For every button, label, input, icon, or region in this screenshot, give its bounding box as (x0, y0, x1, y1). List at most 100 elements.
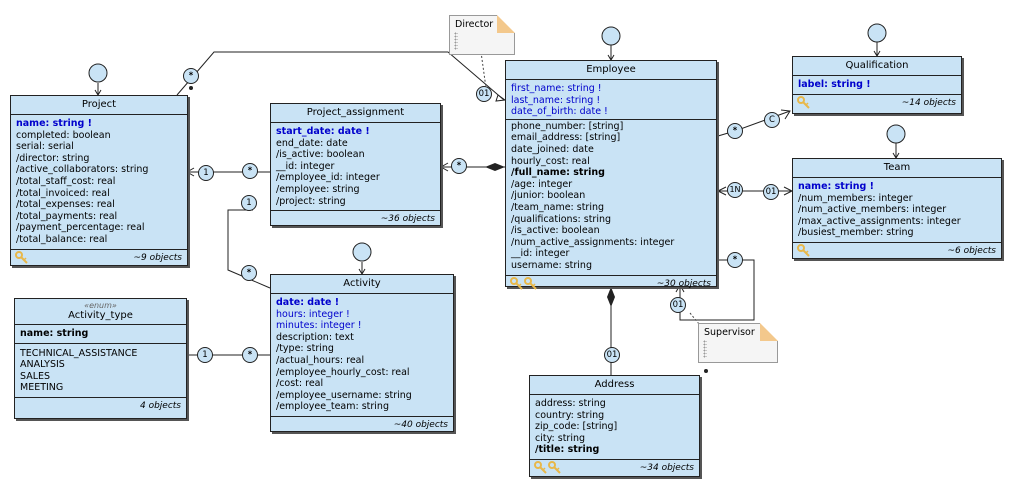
attribute: date_of_birth: date ! (511, 106, 608, 118)
class-title: Activity (271, 275, 453, 294)
enum-value: ANALYSIS (20, 359, 65, 371)
class-title: Team (793, 159, 1001, 178)
attribute: name: string ! (798, 181, 874, 192)
attribute: phone_number: [string] (511, 120, 624, 132)
attribute: country: string (535, 409, 605, 421)
object-count: ~30 objects (656, 278, 711, 289)
enum-stereotype: «enum» (84, 301, 117, 310)
multiplicity-pa-project: * (242, 163, 258, 179)
attribute: first_name: string ! (511, 83, 602, 94)
attribute: /total_staff_cost: real (16, 175, 116, 187)
attribute: __id: integer (511, 248, 570, 260)
attribute: completed: boolean (16, 129, 111, 141)
attribute: /payment_percentage: real (16, 222, 145, 234)
class-employee[interactable]: Employee first_name: string !last_name: … (505, 60, 717, 290)
attribute: /employee: string (276, 183, 360, 195)
key-icon (15, 250, 28, 264)
attribute: label: string ! (798, 79, 871, 90)
attribute: hours: integer ! (276, 308, 350, 320)
attribute: description: text (276, 331, 354, 343)
attribute: hourly_cost: real (511, 155, 590, 167)
key-icon (797, 243, 810, 257)
attribute: start_date: date ! (276, 126, 370, 137)
attribute: date: date ! (276, 297, 340, 308)
attribute: /num_active_members: integer (798, 204, 947, 216)
class-title: Project_assignment (271, 104, 440, 123)
key-icon (510, 276, 523, 290)
class-team[interactable]: Team name: string !/num_members: integer… (792, 158, 1002, 259)
multiplicity-employee-supervisor: * (727, 252, 743, 268)
attribute: zip_code: [string] (535, 421, 618, 433)
multiplicity-employee-qualification: * (727, 123, 743, 139)
class-activity-type[interactable]: «enum» Activity_type name: string TECHNI… (14, 298, 187, 419)
required-attribute-list: first_name: string !last_name: string !d… (506, 80, 716, 120)
attribute: name: string (20, 328, 89, 339)
note-dots (703, 340, 707, 358)
class-project[interactable]: Project name: string !completed: boolean… (10, 95, 188, 266)
director-note: Director (449, 15, 515, 55)
object-count: 4 objects (139, 400, 181, 411)
director-note-label: Director (455, 19, 494, 30)
supervisor-note-label: Supervisor (704, 327, 755, 338)
attribute: /junior: boolean (511, 190, 586, 202)
attribute: /director: string (16, 152, 90, 164)
attribute: last_name: string ! (511, 94, 601, 106)
keys (534, 460, 562, 477)
note-fold-icon (760, 323, 778, 341)
class-title: Project (11, 96, 187, 115)
attribute: /employee_id: integer (276, 172, 380, 184)
attribute: /total_payments: real (16, 210, 118, 222)
class-qualification[interactable]: Qualification label: string ! ~14 object… (792, 56, 962, 114)
class-footer: ~40 objects (271, 417, 453, 433)
multiplicity-pa-activity: 1 (241, 195, 257, 211)
multiplicity-employee-director: 01 (476, 86, 492, 102)
multiplicity-supervisor-employee: 01 (670, 297, 686, 313)
attribute: /team_name: string (511, 201, 605, 213)
object-count: ~36 objects (380, 214, 435, 225)
attribute-list: phone_number: [string]email_address: [st… (506, 120, 716, 276)
attribute: __id: integer (276, 160, 335, 172)
object-count: ~34 objects (639, 462, 694, 473)
keys (15, 250, 29, 267)
attribute-list: start_date: date !end_date: date/is_acti… (271, 123, 440, 212)
attribute-list: date: date !hours: integer !minutes: int… (271, 294, 453, 417)
attribute: /total_invoiced: real (16, 187, 110, 199)
attribute: minutes: integer ! (276, 320, 362, 332)
class-footer: ~6 objects (793, 243, 1001, 259)
class-project-assignment[interactable]: Project_assignment start_date: date !end… (270, 103, 441, 226)
enum-value: SALES (20, 370, 51, 382)
supervisor-note: Supervisor (698, 323, 778, 363)
attribute: /age: integer (511, 178, 573, 190)
class-activity[interactable]: Activity date: date !hours: integer !min… (270, 274, 454, 432)
multiplicity-team-employee: 01 (763, 184, 779, 200)
attribute-list: name: string (15, 325, 186, 344)
attribute: name: string ! (16, 118, 92, 129)
object-count: ~6 objects (947, 245, 996, 256)
class-footer: ~9 objects (11, 250, 187, 266)
multiplicity-activity-type: * (242, 347, 258, 363)
enum-value: TECHNICAL_ASSISTANCE (20, 347, 138, 359)
attribute: /is_active: boolean (276, 149, 365, 161)
attribute: /full_name: string (511, 167, 605, 179)
attribute: /actual_hours: real (276, 354, 365, 366)
key-icon (548, 460, 561, 474)
attribute: email_address: [string] (511, 132, 621, 144)
multiplicity-activity-pa: * (241, 265, 257, 281)
attribute: /total_balance: real (16, 233, 108, 245)
multiplicity-employee-address: 01 (604, 347, 620, 363)
class-footer: 4 objects (15, 398, 186, 414)
class-footer: ~36 objects (271, 211, 440, 227)
class-title: Address (530, 376, 699, 395)
class-title: Qualification (793, 57, 961, 76)
multiplicity-type-activity: 1 (197, 347, 213, 363)
key-icon (524, 276, 537, 290)
class-footer: ~30 objects (506, 276, 716, 292)
attribute: address: string (535, 398, 606, 409)
note-fold-icon (497, 15, 515, 33)
attribute: end_date: date (276, 137, 348, 149)
attribute: username: string (511, 259, 592, 271)
class-footer: ~34 objects (530, 460, 699, 476)
